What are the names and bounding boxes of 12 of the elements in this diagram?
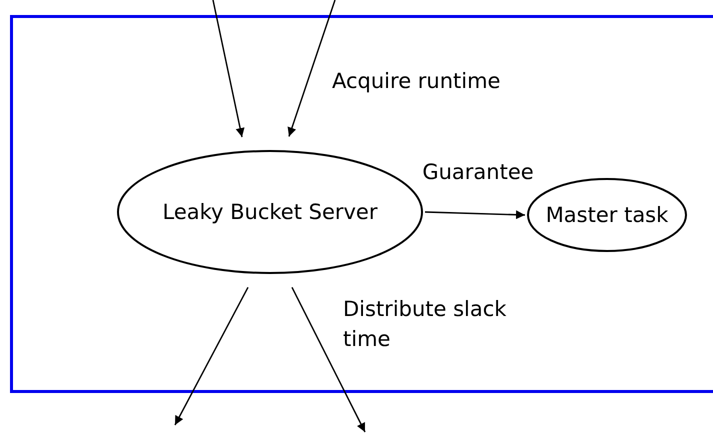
arrow — [212, 0, 245, 138]
node-label: Master task — [546, 203, 668, 227]
arrow — [174, 287, 249, 426]
node-label: Leaky Bucket Server — [162, 200, 378, 224]
ellipse-node — [117, 150, 423, 274]
arrow — [288, 0, 336, 137]
frame-box — [10, 15, 713, 393]
annotation-text: Distribute slack time — [343, 296, 508, 354]
ellipse-node — [527, 178, 687, 252]
arrow — [291, 287, 366, 432]
annotation-text: Acquire runtime — [332, 68, 500, 95]
arrow — [424, 210, 526, 220]
